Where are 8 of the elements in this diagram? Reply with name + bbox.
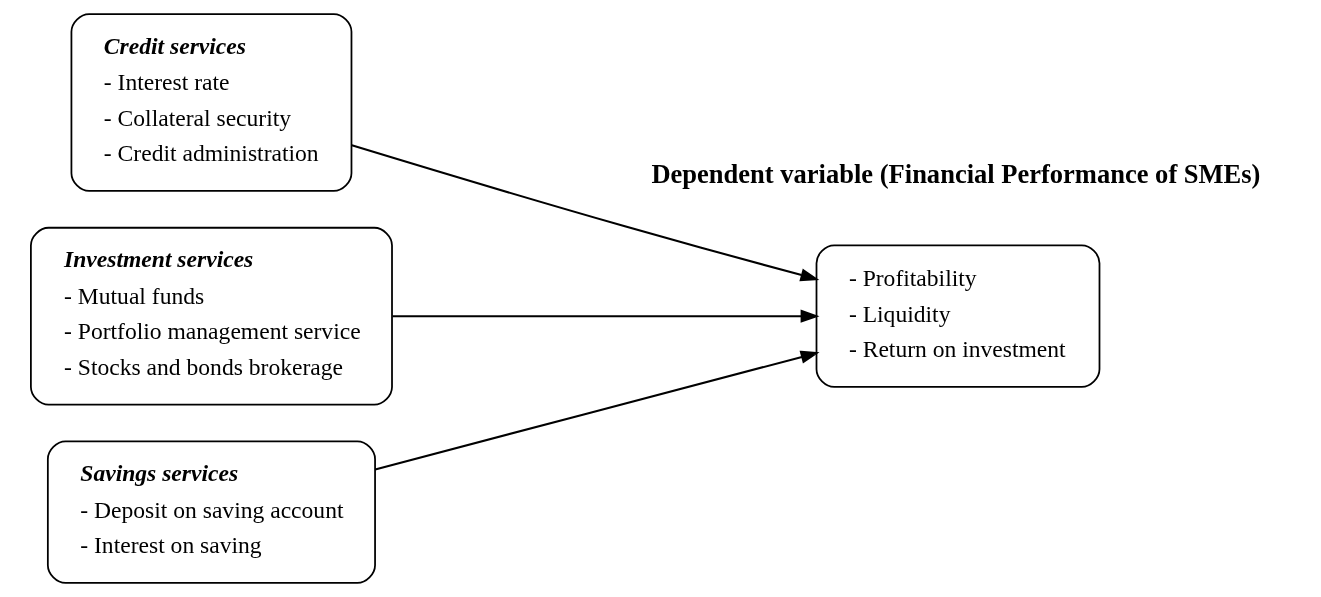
- arrow: [351, 144, 819, 282]
- arrow: [374, 350, 819, 471]
- node-box: Savings services - Deposit on saving account - Interest on saving: [46, 440, 376, 584]
- node-box: Credit services - Interest rate - Collateral security - Credit administration: [70, 13, 352, 192]
- node-box: Investment services - Mutual funds - Portfolio management service - Stocks and bonds brokerage: [29, 226, 393, 406]
- node-box: - Profitability - Liquidity - Return on investment: [815, 244, 1100, 388]
- label: Dependent variable (Financial Performance of SMEs): [650, 158, 1260, 189]
- arrow: [391, 309, 819, 323]
